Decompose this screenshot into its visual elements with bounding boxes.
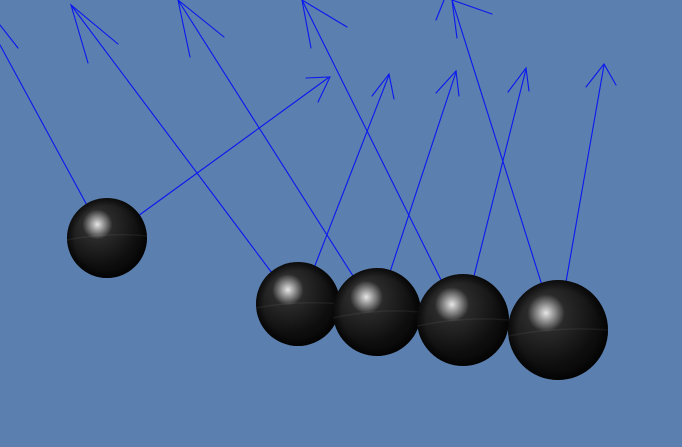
sphere-4 [416,274,510,366]
sphere-5 [507,280,609,380]
sphere-3 [332,268,422,356]
sphere-1 [66,198,148,278]
vector-arrow-5a [451,0,547,299]
vector-arrow-fragment [435,0,445,21]
vector-arrow-4a [301,0,448,293]
vector-arrow-3a [177,0,361,288]
vector-arrow-3b [389,69,460,273]
vector-arrow-4b [473,66,530,277]
vector-arrow-2b [313,72,395,269]
vector-arrow-1b [137,76,331,217]
vector-arrow-2a [69,3,279,282]
vector-arrow-5b [565,63,617,283]
vector-arrows [0,0,617,299]
vector-arrow-1a [0,24,96,221]
sphere-2 [255,262,341,346]
